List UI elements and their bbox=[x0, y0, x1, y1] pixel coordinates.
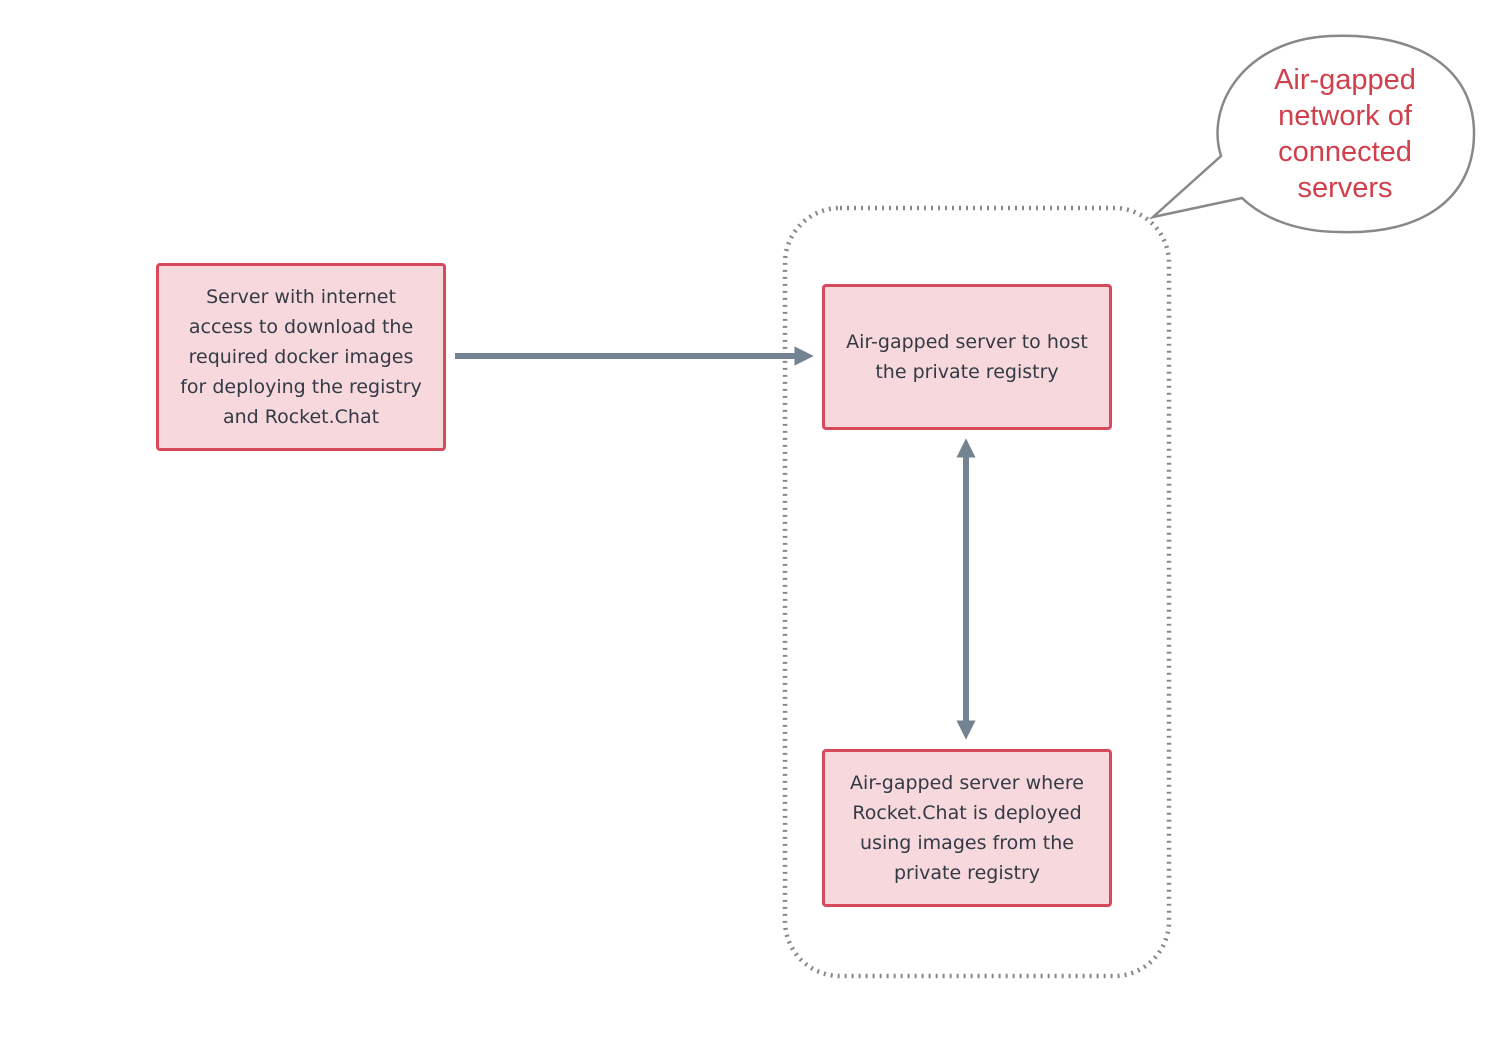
internet-server-node: Server with internet access to download … bbox=[156, 263, 446, 451]
internet-server-label: Server with internet access to download … bbox=[180, 286, 422, 428]
air-gapped-network-group bbox=[782, 205, 1172, 979]
registry-server-node: Air-gapped server to host the private re… bbox=[822, 284, 1112, 430]
rocketchat-server-label: Air-gapped server where Rocket.Chat is d… bbox=[850, 772, 1084, 884]
registry-server-label: Air-gapped server to host the private re… bbox=[846, 331, 1088, 383]
callout-bubble bbox=[1148, 34, 1476, 234]
callout-text: Air-gapped network of connected servers bbox=[1274, 64, 1416, 204]
rocketchat-server-node: Air-gapped server where Rocket.Chat is d… bbox=[822, 749, 1112, 907]
